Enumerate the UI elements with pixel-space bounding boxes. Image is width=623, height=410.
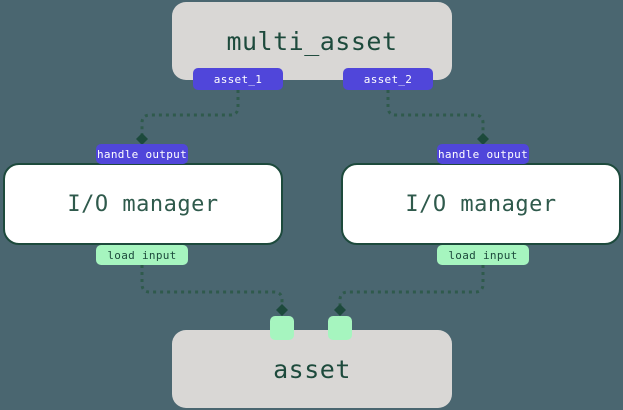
load-input-left-to-asset-port-left (140, 265, 284, 310)
asset-2-to-handle-output-right (386, 90, 485, 139)
load-input-right-to-asset-port-right (338, 265, 485, 310)
node-asset[interactable]: asset (172, 330, 452, 408)
port-asset-input-left[interactable] (270, 316, 294, 340)
node-multi-asset[interactable]: multi_asset (172, 2, 452, 80)
load-input-left-to-asset-port-left-arrowhead (276, 304, 288, 316)
badge-asset-2[interactable]: asset_2 (343, 68, 433, 90)
badge-load-input-left[interactable]: load input (96, 245, 188, 265)
node-multi-asset-label: multi_asset (226, 26, 398, 56)
node-io-manager-right-label: I/O manager (405, 191, 557, 217)
badge-asset-1[interactable]: asset_1 (193, 68, 283, 90)
port-asset-input-right[interactable] (328, 316, 352, 340)
node-io-manager-left-label: I/O manager (67, 191, 219, 217)
load-input-right-to-asset-port-right-arrowhead (334, 304, 346, 316)
node-io-manager-left[interactable]: I/O manager (3, 163, 283, 245)
badge-handle-output-right[interactable]: handle output (437, 144, 529, 164)
asset-1-to-handle-output-left (140, 90, 240, 139)
badge-load-input-right[interactable]: load input (437, 245, 529, 265)
node-asset-label: asset (273, 354, 351, 384)
badge-handle-output-left[interactable]: handle output (96, 144, 188, 164)
node-io-manager-right[interactable]: I/O manager (341, 163, 621, 245)
